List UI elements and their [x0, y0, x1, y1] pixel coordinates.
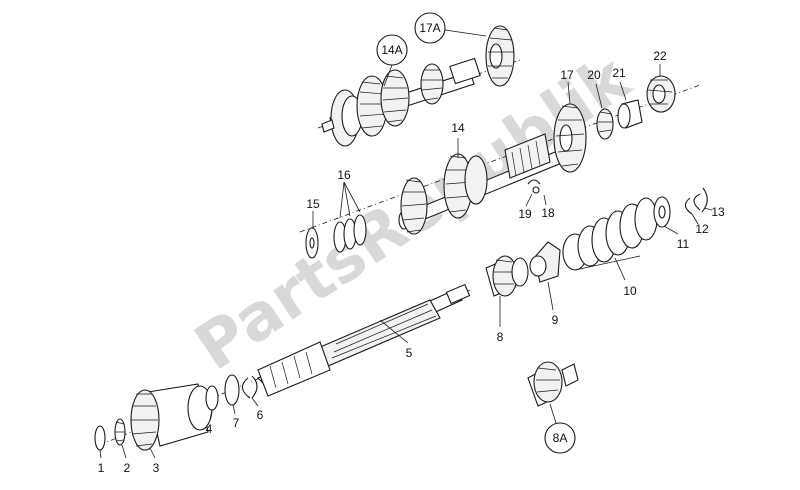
washer-11: [653, 196, 671, 228]
callout-17: 17: [560, 68, 574, 105]
svg-text:12: 12: [695, 222, 709, 236]
svg-text:6: 6: [257, 408, 264, 422]
svg-text:21: 21: [612, 66, 626, 80]
callout-17a: 17A: [414, 12, 487, 44]
callout-8a: 8A: [544, 403, 576, 454]
callout-22: 22: [653, 49, 667, 76]
callout-14: 14: [451, 121, 465, 158]
washer-1: [94, 425, 106, 451]
svg-text:3: 3: [153, 461, 160, 475]
callout-12: 12: [691, 213, 709, 236]
selector-9: [529, 241, 561, 283]
callout-4: 4: [206, 409, 213, 436]
svg-text:22: 22: [653, 49, 667, 63]
callout-19: 19: [518, 193, 533, 221]
callout-14a: 14A: [376, 34, 408, 87]
svg-text:14A: 14A: [381, 43, 402, 57]
spring-10: [562, 197, 658, 271]
assembly-14a: [317, 25, 521, 147]
svg-text:2: 2: [124, 461, 131, 475]
svg-text:15: 15: [306, 197, 320, 211]
svg-text:7: 7: [233, 416, 240, 430]
svg-text:16: 16: [337, 168, 351, 182]
nut-22: [646, 75, 676, 113]
bushing-21: [617, 99, 643, 129]
gear-8a-detail: [527, 361, 579, 407]
svg-text:1: 1: [98, 461, 105, 475]
svg-text:20: 20: [587, 68, 601, 82]
callout-5: 5: [379, 319, 413, 360]
washers-15-16: [305, 214, 367, 259]
mainshaft-5: [99, 283, 471, 446]
callout-13: 13: [703, 205, 725, 219]
circlip-6: [241, 375, 258, 399]
callout-6: 6: [251, 397, 264, 422]
svg-text:10: 10: [623, 284, 637, 298]
svg-text:11: 11: [677, 237, 690, 251]
washer-7: [224, 374, 240, 406]
callout-3: 3: [149, 447, 160, 475]
svg-text:8A: 8A: [553, 431, 568, 445]
callout-7: 7: [232, 404, 240, 430]
svg-text:4: 4: [206, 422, 213, 436]
callout-8: 8: [497, 296, 504, 344]
callout-9: 9: [547, 281, 559, 327]
ring-4: [205, 385, 219, 411]
gear-8: [485, 255, 529, 297]
layshaft-14: [299, 84, 701, 235]
callout-18: 18: [541, 194, 555, 220]
callout-11: 11: [663, 225, 690, 251]
svg-text:18: 18: [541, 206, 555, 220]
circlip-12-13: [684, 187, 708, 215]
washer-2: [114, 418, 126, 446]
callout-1: 1: [98, 449, 105, 475]
callout-10: 10: [614, 257, 637, 298]
svg-text:17A: 17A: [419, 21, 440, 35]
pin-18-19: [527, 179, 541, 194]
callout-21: 21: [612, 66, 627, 101]
bearing-20: [596, 108, 614, 140]
callout-20: 20: [587, 68, 603, 109]
svg-text:19: 19: [518, 207, 532, 221]
callout-16: 16: [337, 168, 361, 219]
svg-text:9: 9: [552, 313, 559, 327]
svg-text:13: 13: [711, 205, 725, 219]
callout-15: 15: [306, 197, 320, 228]
svg-text:8: 8: [497, 330, 504, 344]
svg-text:14: 14: [451, 121, 465, 135]
gear-3: [130, 383, 213, 451]
callout-2: 2: [121, 444, 131, 475]
svg-text:17: 17: [560, 68, 574, 82]
svg-text:5: 5: [406, 346, 413, 360]
